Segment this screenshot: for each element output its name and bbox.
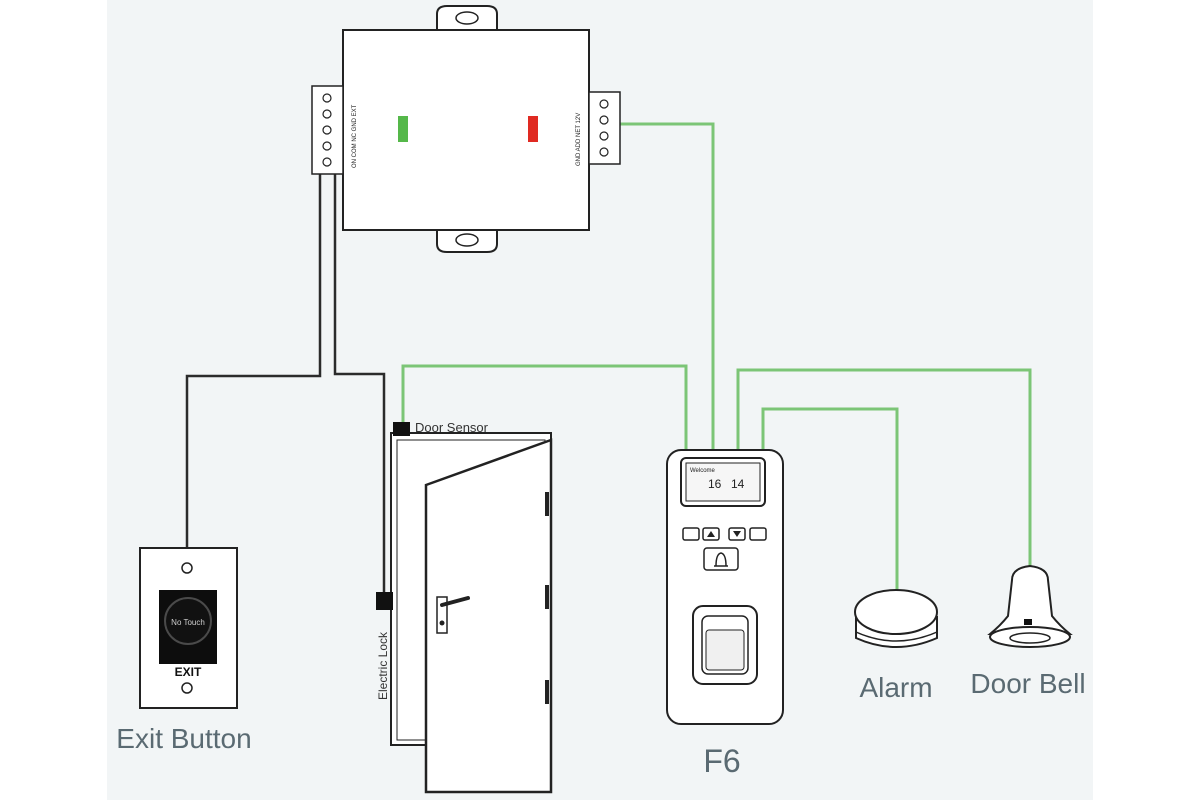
arrow-up-icon [707,531,715,537]
f6-screen [685,462,761,502]
keyhole [439,620,445,626]
door-bell-device [987,564,1073,648]
door-sensor-wire [401,364,688,450]
hinge-bottom [545,680,549,704]
alarm-ring [855,631,938,642]
screen-time-minutes: 14 [731,477,745,491]
touch-sensor [164,597,212,645]
exit-button-label: Exit Button [116,723,251,754]
power-box: ON COM NC GND EXT GND ADD NET 12V [311,5,621,253]
status-led-red [528,116,538,142]
door-leaf [424,438,553,794]
power-wire [620,122,715,450]
exit-brand-text: No Touch [171,618,205,627]
electric-lock-block [376,592,393,610]
door-bell-label: Door Bell [970,668,1085,699]
left-terminal-screws [322,93,332,167]
exit-plate-top-screw [181,562,193,574]
electric-lock-wire [333,172,386,600]
alarm-wire [761,407,899,590]
f6-label: F6 [703,743,740,779]
bottom-mount-hole [455,233,479,247]
exit-text: EXIT [175,665,202,679]
hinge-top [545,492,549,516]
key-ok[interactable] [749,527,767,541]
right-terminal-screws [599,99,609,157]
power-led-green [398,116,408,142]
wires-green [401,122,1032,590]
power-box-body [342,29,590,231]
alarm-top [854,589,938,635]
fingerprint-window [705,629,745,671]
f6-terminal: Welcome 16 14 [666,449,784,725]
arrow-down-icon [733,531,741,537]
screen-welcome-text: Welcome [690,468,716,474]
exit-button-device: No Touch EXIT [139,547,238,709]
door-sensor-label: Door Sensor [415,420,489,435]
alarm-label: Alarm [859,672,932,703]
door-bell-wire [736,368,1032,568]
electric-lock-label: Electric Lock [376,631,390,700]
left-terminal-label: ON COM NC GND EXT [352,104,358,168]
bell-icon [714,552,728,567]
top-mount-hole [455,11,479,25]
right-terminal-label: GND ADD NET 12V [576,113,582,166]
wires-black [185,172,386,600]
door-sensor-block [393,422,410,436]
exit-plate-bottom-screw [181,682,193,694]
keypad-arrows [707,531,741,537]
bell-shell [987,564,1073,635]
hinge-middle [545,585,549,609]
exit-button-wire [185,172,322,548]
door-handle-plate [436,596,448,634]
alarm-device [854,589,938,648]
key-menu[interactable] [682,527,700,541]
door [376,422,553,794]
doorbell-key[interactable] [703,547,739,571]
bell-clapper [1009,632,1051,644]
screen-time-hours: 16 [708,477,722,491]
bell-indicator [1024,619,1032,625]
door-handle [440,596,470,607]
